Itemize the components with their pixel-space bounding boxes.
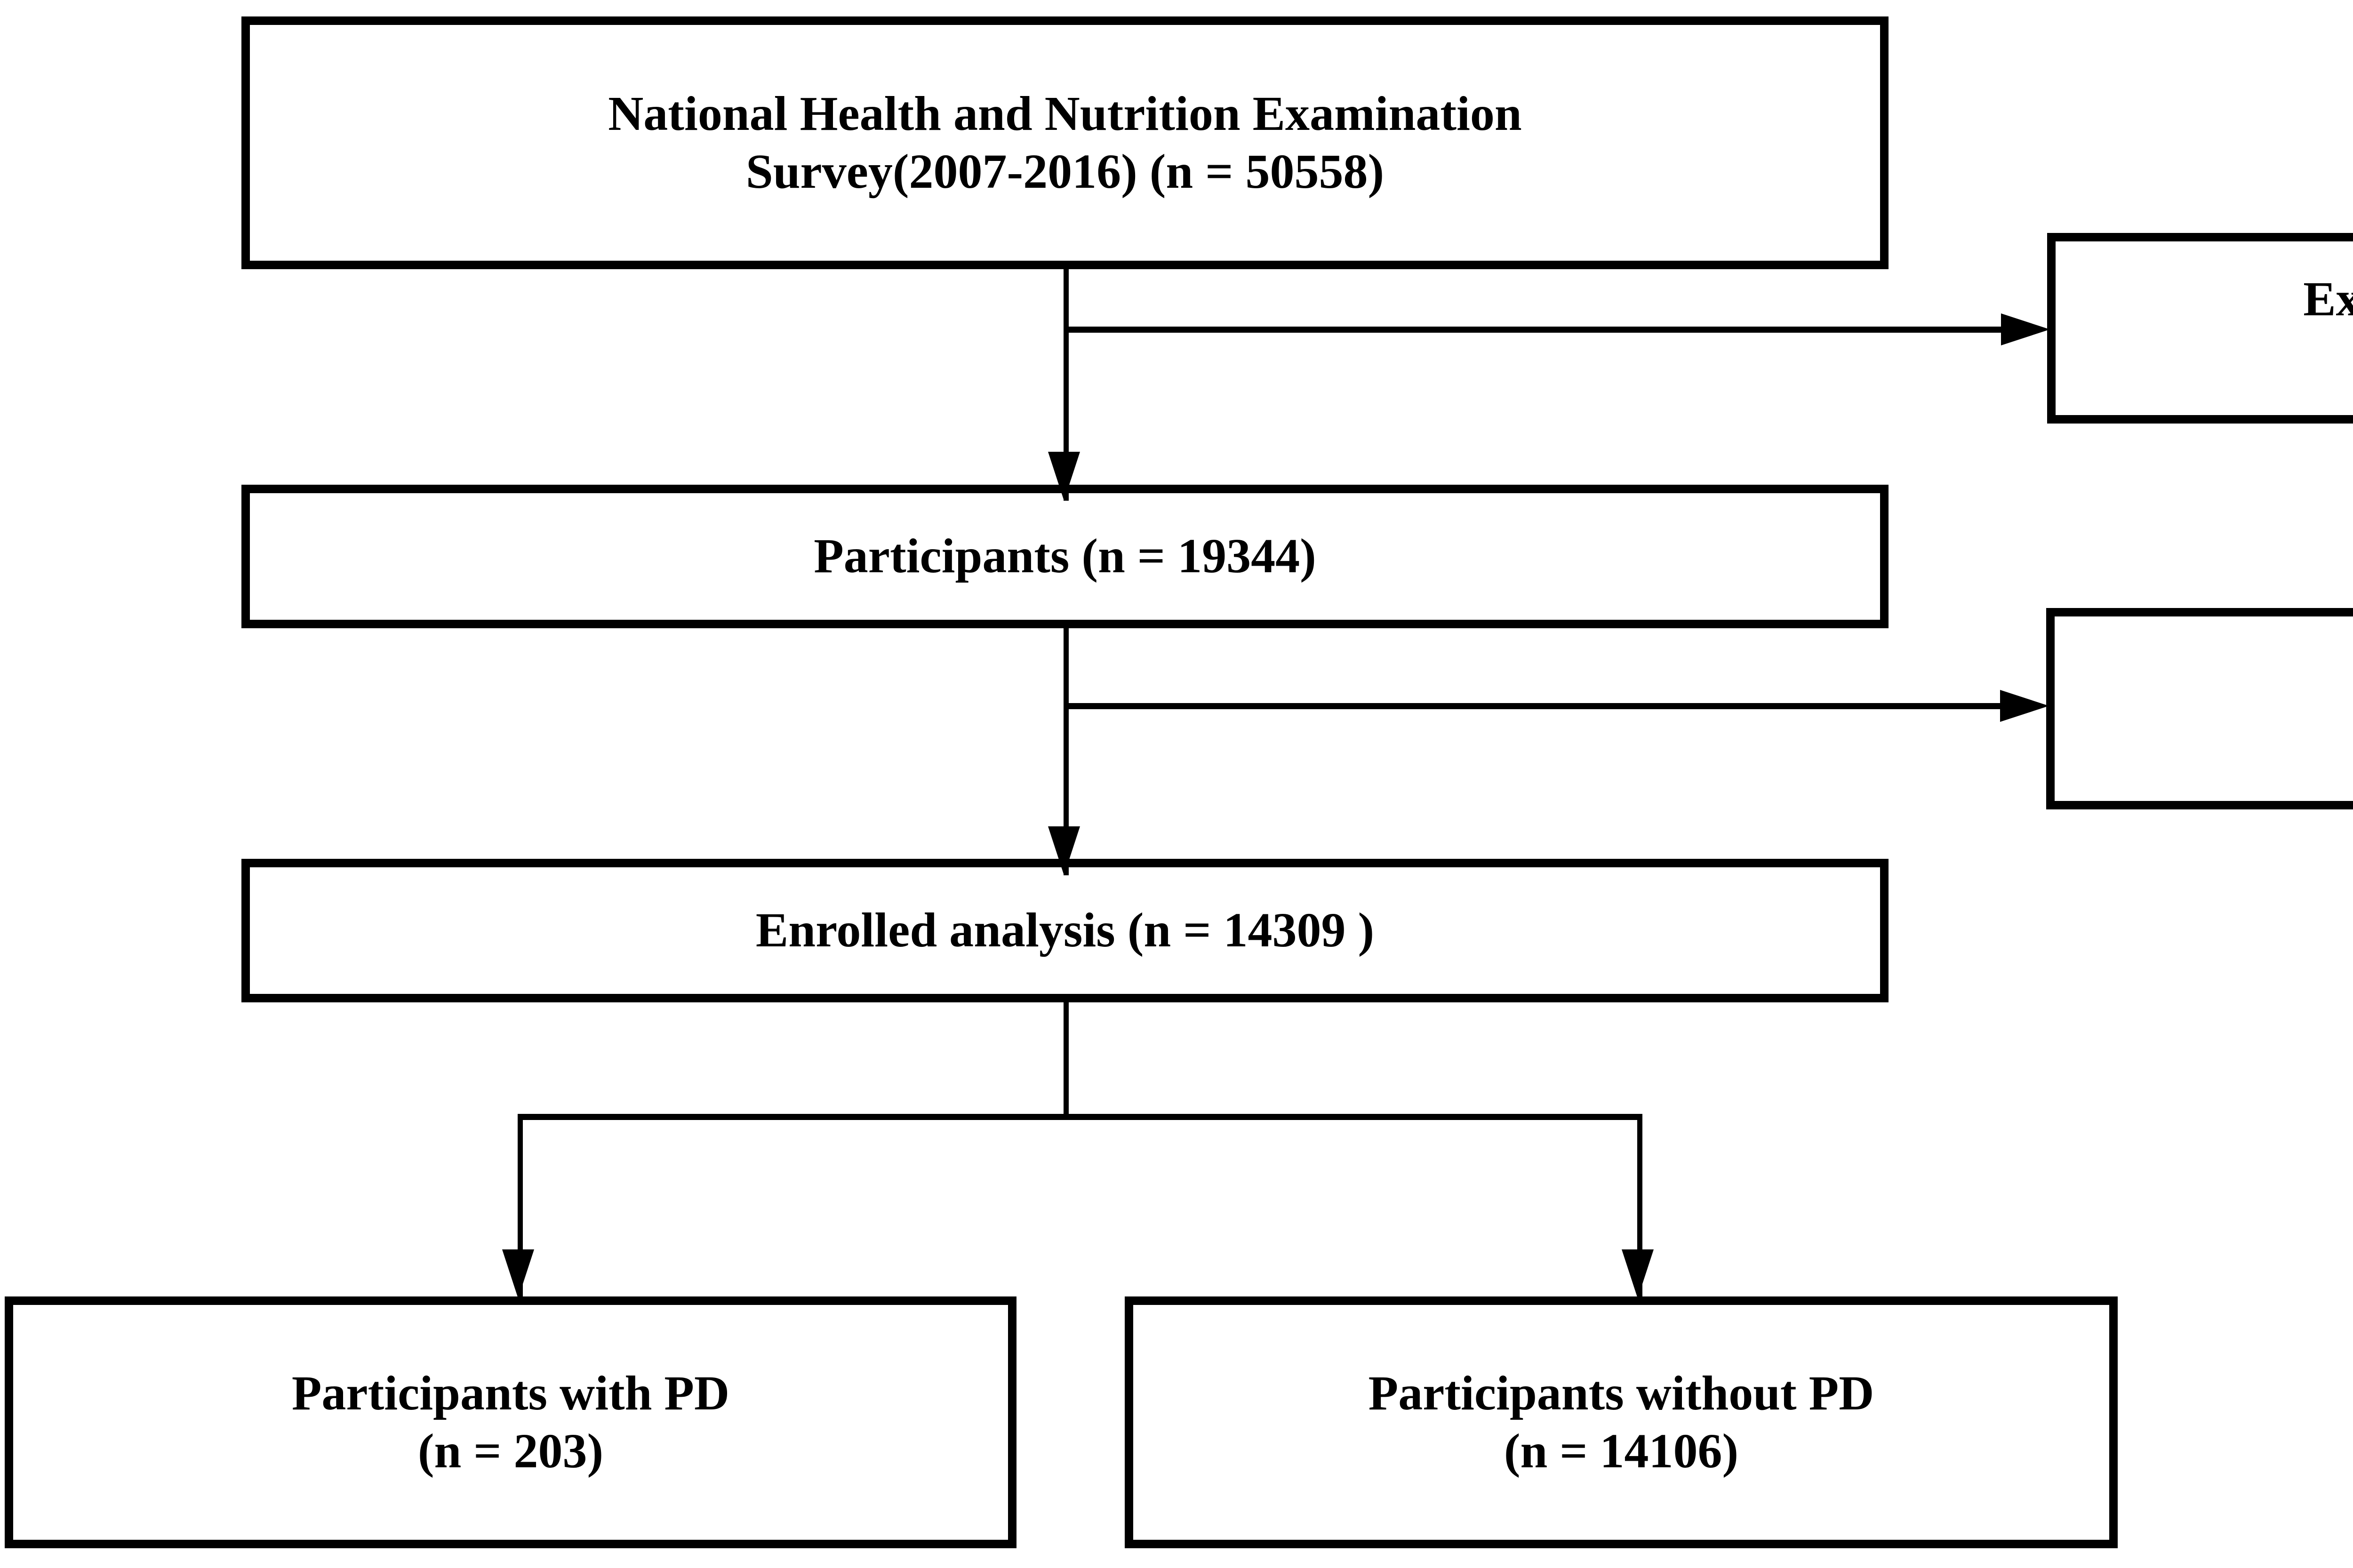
- connector-eligible-to-exclude-missing: [1064, 703, 2004, 709]
- arrowhead-right-to-exclude-missing-icon: [2000, 690, 2049, 722]
- node-with-pd-line-1: Participants with PD: [291, 1366, 730, 1420]
- connector-source-to-exclude-age: [1064, 327, 2005, 333]
- node-with-pd-line-2: (n = 203): [417, 1424, 604, 1478]
- node-source-line-1: National Health and Nutrition Examinatio…: [608, 86, 1522, 141]
- arrowhead-right-to-exclude-age-icon: [2001, 313, 2050, 345]
- node-exclude-missing-data: Exclude subjects with missing data (n = …: [2046, 608, 2353, 809]
- node-source-cohort: National Health and Nutrition Examinatio…: [241, 16, 1889, 269]
- node-without-pd-line-1: Participants without PD: [1368, 1366, 1874, 1420]
- connector-split-leg-right: [1637, 1114, 1642, 1297]
- arrowhead-down-to-without-pd-icon: [1622, 1249, 1654, 1298]
- node-source-line-2: Survey(2007-2016) (n = 50558): [745, 144, 1385, 199]
- connector-source-to-eligible: [1064, 269, 1069, 501]
- arrowhead-down-to-enrolled-icon: [1048, 826, 1080, 875]
- node-without-pd-line-2: (n = 14106): [1504, 1424, 1739, 1478]
- arrowhead-down-to-eligible-icon: [1048, 452, 1080, 501]
- node-participants-without-pd: Participants without PD (n = 14106): [1125, 1296, 2118, 1548]
- connector-split-leg-left: [518, 1114, 523, 1297]
- connector-eligible-to-enrolled: [1064, 628, 1069, 875]
- connector-split-bar: [518, 1114, 1642, 1120]
- node-enrolled-line-1: Enrolled analysis (n = 14309 ): [755, 903, 1375, 958]
- node-participants-with-pd: Participants with PD (n = 203): [5, 1296, 1016, 1548]
- node-eligible-line-1: Participants (n = 19344): [814, 529, 1316, 584]
- connector-enrolled-to-split: [1064, 1002, 1069, 1119]
- arrowhead-down-to-with-pd-icon: [502, 1249, 534, 1298]
- node-enrolled-analysis: Enrolled analysis (n = 14309 ): [241, 859, 1889, 1002]
- node-eligible-participants: Participants (n = 19344): [241, 485, 1889, 628]
